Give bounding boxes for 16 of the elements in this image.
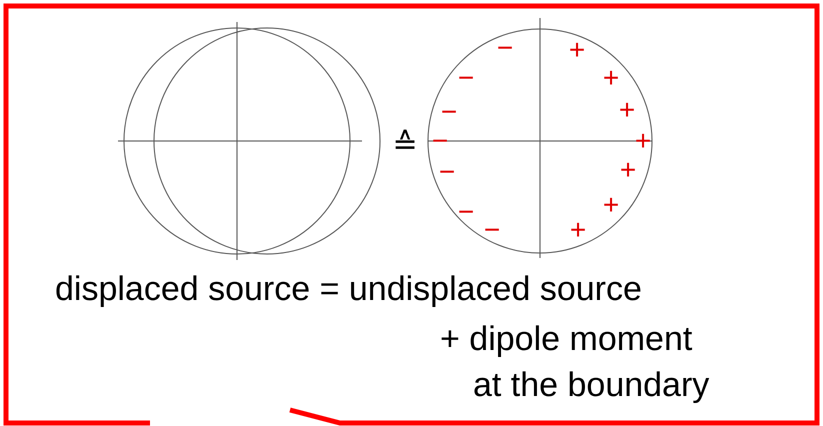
minus-sign: − xyxy=(458,198,474,226)
equation-text: displaced source = undisplaced source xyxy=(55,272,642,306)
minus-sign: − xyxy=(438,158,456,186)
minus-sign: − xyxy=(440,98,458,126)
minus-sign: − xyxy=(484,216,500,244)
plus-sign: + xyxy=(602,191,620,219)
minus-sign: − xyxy=(458,64,474,92)
plus-sign: + xyxy=(618,96,636,124)
equation-text: at the boundary xyxy=(473,368,710,402)
plus-sign: + xyxy=(620,156,636,184)
correspondence-symbol: ≙ xyxy=(392,130,418,160)
plus-sign: + xyxy=(568,36,586,64)
equation-text: + dipole moment xyxy=(440,322,692,356)
minus-sign: − xyxy=(496,34,514,62)
plus-sign: + xyxy=(570,216,586,244)
plus-sign: + xyxy=(602,64,620,92)
